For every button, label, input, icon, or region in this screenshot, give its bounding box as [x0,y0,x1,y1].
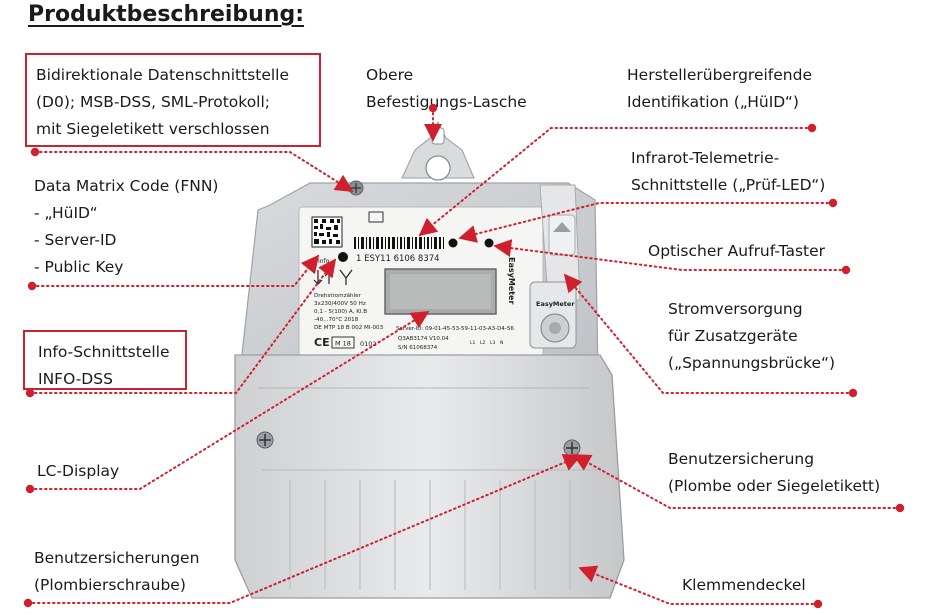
label-optical-button: Optischer Aufruf-Taster [648,242,826,260]
brand-vertical: EasyMeter [507,257,516,304]
svg-text:0,1 - 5(100) A, Kl.B: 0,1 - 5(100) A, Kl.B [314,309,367,315]
svg-text:L3: L3 [490,340,496,346]
infrared-led [448,238,458,248]
terminal-cover [234,354,625,599]
info-label: Info [318,258,330,265]
label-lc-display: LC-Display [37,462,120,480]
label-data-matrix: Data Matrix Code (FNN)- „HüID“- Server-I… [34,177,219,276]
serial-text: S/N 61068374 [398,345,438,351]
label-infrared-led: Infrarot-Telemetrie-Schnittstelle („Prüf… [631,149,826,194]
phase-labels: L1 L2 L3 N [470,340,503,346]
svg-text:3x230/400V 50 Hz: 3x230/400V 50 Hz [314,301,366,307]
info-interface-port [338,252,348,262]
label-d0-interface: Bidirektionale Datenschnittstelle(D0); M… [36,66,290,138]
meter-spec-text: Drehstromzähler 3x230/400V 50 Hz 0,1 - 5… [314,293,384,331]
svg-text:L1: L1 [470,340,476,346]
svg-text:DE MTP 18 B 002 MI-003: DE MTP 18 B 002 MI-003 [314,325,384,331]
barcode [354,237,444,249]
server-id-text: Server-ID: 09-01-45-53-59-11-03-A3-D4-56 [396,326,514,332]
ce-mark: CE [314,336,330,349]
label-terminal-cover: Klemmendeckel [682,576,806,594]
svg-text:Drehstromzähler: Drehstromzähler [314,293,362,299]
barcode-text: 1 ESY11 6106 8374 [356,254,440,264]
d0-highlight-box [25,53,321,147]
metrology-mark: M 18 [335,340,351,348]
label-user-seal: Benutzersicherung(Plombe oder Siegeletik… [668,450,881,495]
svg-text:N: N [500,340,503,346]
plug-symbol-icon [368,211,384,223]
svg-text:L2: L2 [480,340,486,346]
page-title: Produktbeschreibung: [28,2,305,27]
data-matrix-code [311,216,343,248]
info-highlight-box [23,330,187,390]
model-text: Q3AB3174 V10.04 [398,336,449,342]
notified-body-number: 0102 [360,340,377,348]
svg-text:-40...70°C 2018: -40...70°C 2018 [314,317,359,323]
brand-label: EasyMeter [536,300,575,308]
label-seal-screws: Benutzersicherungen(Plombierschraube) [34,549,200,594]
optical-button [484,238,494,248]
